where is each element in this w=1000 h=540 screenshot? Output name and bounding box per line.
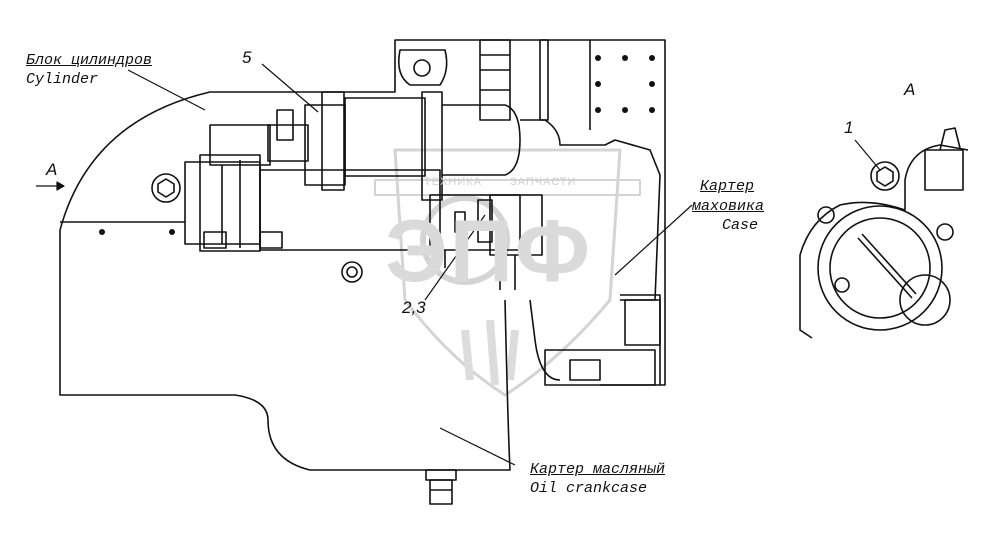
drain-plug [425,469,457,505]
mounting-flange [429,194,543,290]
watermark-text-right: ЗАПЧАСТИ [510,176,577,188]
label-cylinder-ru: Блок цилиндров [26,52,153,69]
label-flywheel-en: Case [722,217,759,234]
callout-5: 5 [242,48,252,67]
label-flywheel-ru-2: маховика [692,198,765,215]
leader-lines [36,63,881,466]
flywheel-housing [397,39,661,386]
callout-2-3: 2,3 [402,298,426,317]
label-oil-en: Oil crankcase [530,480,648,497]
watermark-logo: ЭПФ [385,201,592,300]
block-boss [151,173,363,283]
callout-1: 1 [844,118,854,137]
detail-view-title: A [904,80,916,99]
label-cylinder-en: Cylinder [26,71,99,88]
detail-view-a [799,127,969,339]
starter-motor [184,91,441,252]
housing-bolts [99,55,655,235]
watermark-text-left: ТЕХНИКА [424,176,482,188]
watermark-shield [374,148,641,397]
engine-block-outline [59,39,666,471]
view-arrow-label: A [46,160,58,179]
label-oil-ru: Картер масляный [530,461,666,478]
label-flywheel-ru-1: Картер [700,178,755,195]
